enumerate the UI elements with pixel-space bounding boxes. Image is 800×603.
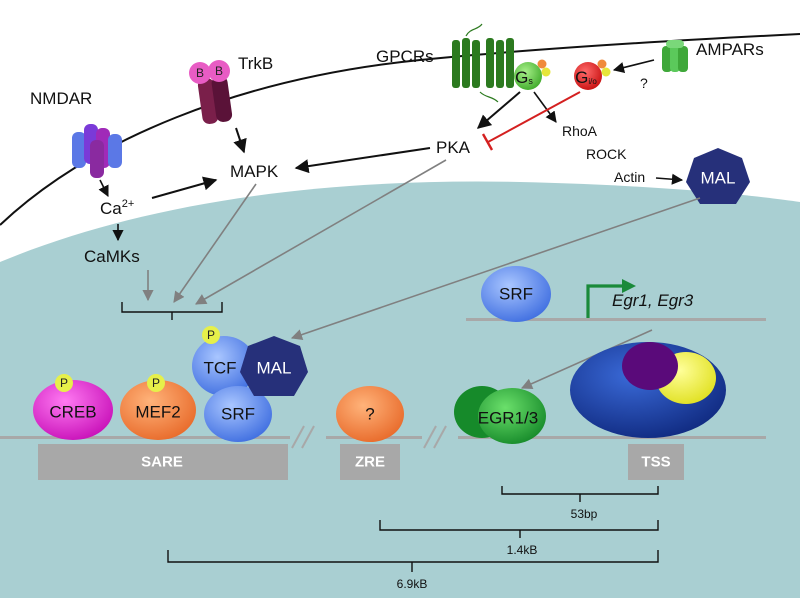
pka-to-mapk-arrow (294, 147, 431, 174)
svg-text:?: ? (365, 405, 374, 424)
bracket-53bp (501, 486, 659, 502)
ampar-receptor (662, 40, 688, 72)
actin-to-mal-arrow (655, 173, 684, 185)
upper-dna-strand (466, 318, 766, 321)
dna-break-2 (423, 425, 447, 449)
gio-inhibits-pka (487, 91, 581, 143)
distance-53bp: 53bp (571, 507, 598, 521)
gs-protein: Gs (514, 59, 551, 90)
svg-text:MAL: MAL (257, 359, 292, 378)
zre-label: ZRE (355, 454, 385, 471)
transcription-complex (570, 342, 726, 438)
unknown-factor: ? (336, 386, 404, 442)
svg-text:P: P (152, 376, 160, 390)
svg-text:MAL: MAL (701, 169, 736, 188)
egr-feedback-arrow (520, 329, 653, 390)
svg-text:SRF: SRF (499, 285, 533, 304)
svg-text:TCF: TCF (203, 359, 236, 378)
svg-text:P: P (60, 376, 68, 390)
actin-label: Actin (614, 169, 645, 185)
dna-strand-right (458, 436, 766, 439)
mapk-label: MAPK (230, 162, 279, 181)
svg-text:P: P (207, 328, 215, 342)
sare-element (38, 444, 288, 480)
trkb-receptor: B B (189, 60, 233, 124)
sare-label: SARE (141, 454, 183, 471)
rock-label: ROCK (586, 146, 627, 162)
nmdar-receptor (72, 124, 122, 178)
svg-text:Gs: Gs (515, 68, 533, 87)
svg-text:B: B (196, 66, 204, 80)
dna-break-1 (291, 425, 315, 449)
gs-to-rhoa-arrow (533, 91, 557, 123)
bracket-1.4kb (379, 520, 659, 538)
mef2-factor: MEF2 P (120, 374, 196, 440)
transcription-arrowhead (622, 279, 636, 293)
mapk-to-sare-arrow (173, 183, 257, 303)
tcf-factor: TCF P (192, 326, 256, 396)
trkb-to-mapk-arrow (233, 127, 247, 154)
rhoa-label: RhoA (562, 123, 598, 139)
mal-cytoplasm: MAL (686, 148, 750, 204)
svg-text:B: B (215, 64, 223, 78)
gpcr-receptors (452, 23, 514, 103)
svg-text:CREB: CREB (49, 403, 96, 422)
svg-text:SRF: SRF (221, 405, 255, 424)
svg-text:MEF2: MEF2 (135, 403, 180, 422)
tcf-phospho (202, 326, 220, 344)
trkb-label: TrkB (238, 54, 273, 73)
sare-input-bracket (121, 302, 223, 320)
gs-to-pka-arrow (476, 91, 521, 129)
srf-upper: SRF (481, 266, 551, 322)
bracket-6.9kb (167, 550, 659, 572)
bdnf-ligand-1 (189, 62, 211, 84)
gio-protein: Gi/o (574, 59, 611, 90)
distance-1.4kb: 1.4kB (507, 543, 538, 557)
srf-factor: SRF (204, 386, 272, 442)
pka-label: PKA (436, 138, 471, 157)
gene-label: Egr1, Egr3 (612, 291, 694, 310)
svg-text:Gi/o: Gi/o (575, 68, 597, 87)
creb-factor: CREB P (33, 374, 113, 440)
gio-inhibit-bar (481, 133, 494, 151)
zre-element (340, 444, 400, 480)
calcium-label: Ca2+ (100, 198, 134, 218)
ampar-to-gio-arrow (612, 59, 655, 73)
tss-label: TSS (641, 454, 670, 471)
egr13-factor: EGR1/3 (454, 386, 546, 444)
ampar-gio-question: ? (640, 75, 648, 91)
camks-label: CaMKs (84, 247, 140, 266)
calcium-to-mapk-arrow (151, 176, 218, 199)
svg-text:EGR1/3: EGR1/3 (478, 409, 538, 428)
pka-to-sare-arrow (195, 159, 447, 305)
tss-element (628, 444, 684, 480)
creb-phospho (55, 374, 73, 392)
distance-6.9kb: 6.9kB (397, 577, 428, 591)
nmdar-to-calcium-arrow (98, 179, 109, 198)
gpcrs-label: GPCRs (376, 47, 434, 66)
nmdar-label: NMDAR (30, 89, 92, 108)
mal-to-nuclear-mal-arrow (290, 197, 701, 341)
mef2-phospho (147, 374, 165, 392)
transcription-start-arrow (586, 284, 624, 318)
bdnf-ligand-2 (208, 60, 230, 82)
ampars-label: AMPARs (696, 40, 764, 59)
mal-nuclear: MAL (240, 336, 308, 396)
